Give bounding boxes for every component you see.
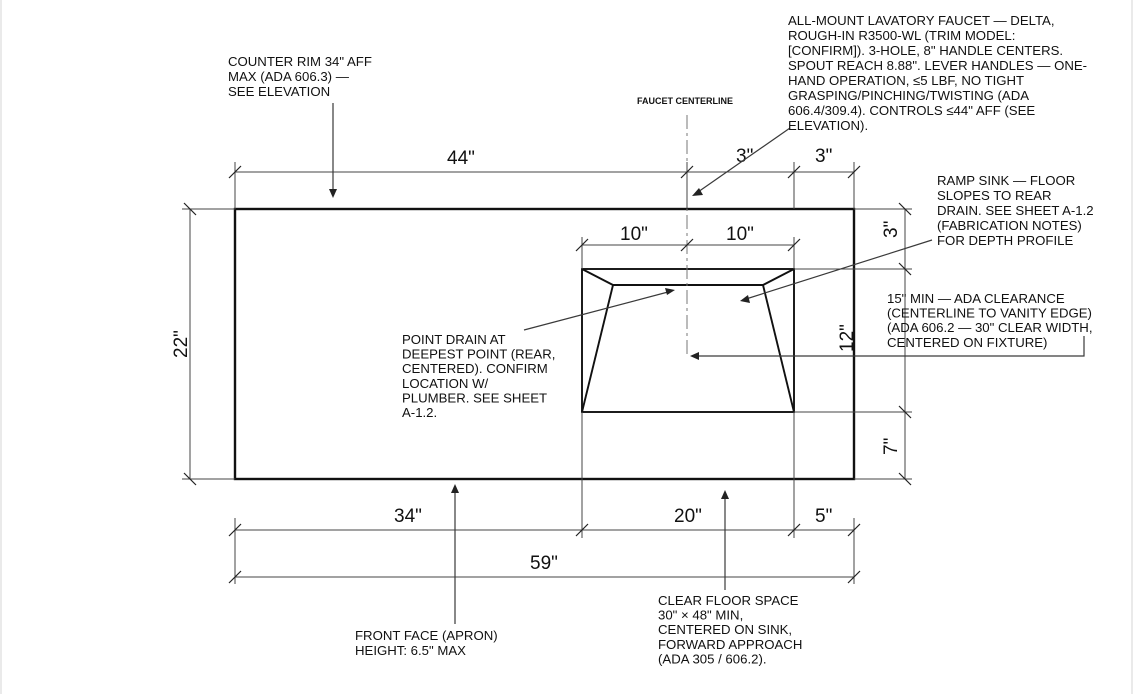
dim-right-3: 3" (881, 221, 902, 238)
dim-sink-10-left: 10" (620, 224, 648, 245)
sink-slope-left (581, 284, 614, 413)
arrow-ramp-sink (740, 295, 750, 303)
arrow-clearance (690, 352, 699, 360)
dim-overall-59: 59" (530, 553, 558, 574)
dim-sink-10-right: 10" (726, 224, 754, 245)
dim-bottom-20: 20" (674, 506, 702, 527)
ramp-sink-basin (581, 268, 795, 413)
sink-inner-floor (581, 268, 795, 286)
dim-depth-22: 22" (171, 330, 192, 358)
right-dimension-string: 3" 12" 7" (794, 202, 912, 486)
note-ramp-sink: RAMP SINK — FLOOR SLOPES TO REAR DRAIN. … (937, 173, 1097, 248)
note-counter-rim: COUNTER RIM 34" AFF MAX (ADA 606.3) — SE… (228, 54, 376, 99)
note-point-drain: POINT DRAIN AT DEEPEST POINT (REAR, CENT… (402, 332, 559, 420)
bottom-dimension-string: 34" 20" 5" (228, 412, 861, 584)
dim-bottom-34: 34" (394, 506, 422, 527)
note-front-face: FRONT FACE (APRON) HEIGHT: 6.5" MAX (355, 628, 501, 658)
top-dimension-string: 44" 3" 3" (228, 146, 861, 209)
sink-slope-right (762, 284, 795, 413)
overall-width-dimension: 59" (228, 553, 861, 584)
arrow-front-face (451, 484, 459, 493)
arrow-point-drain (665, 288, 675, 295)
faucet-centerline-label: FAUCET CENTERLINE (637, 96, 733, 106)
dim-right-7: 7" (881, 438, 902, 455)
arrow-faucet (692, 188, 703, 196)
dim-top-44: 44" (447, 148, 475, 169)
note-faucet: ALL-MOUNT LAVATORY FAUCET — DELTA, ROUGH… (788, 13, 1091, 133)
arrow-counter-rim (329, 189, 337, 198)
leader-faucet (697, 127, 791, 193)
leader-point-drain (523, 291, 669, 331)
note-clearance: 15" MIN — ADA CLEARANCE (CENTERLINE TO V… (887, 291, 1096, 350)
arrow-clear-floor (721, 490, 729, 499)
dim-bottom-5: 5" (815, 506, 832, 527)
note-clear-floor: CLEAR FLOOR SPACE 30" × 48" MIN, CENTERE… (658, 593, 806, 666)
leaders (329, 103, 1085, 624)
dim-right-12: 12" (837, 324, 858, 352)
dim-top-3-mid: 3" (736, 146, 753, 167)
leader-clearance (698, 336, 1085, 357)
dim-top-3-right: 3" (815, 146, 832, 167)
sink-rim (581, 268, 795, 413)
countertop-outline (233, 207, 856, 481)
sink-width-dimension: 10" 10" (575, 224, 801, 269)
leader-ramp-sink (745, 239, 933, 300)
overall-depth-dimension: 22" (171, 202, 235, 486)
